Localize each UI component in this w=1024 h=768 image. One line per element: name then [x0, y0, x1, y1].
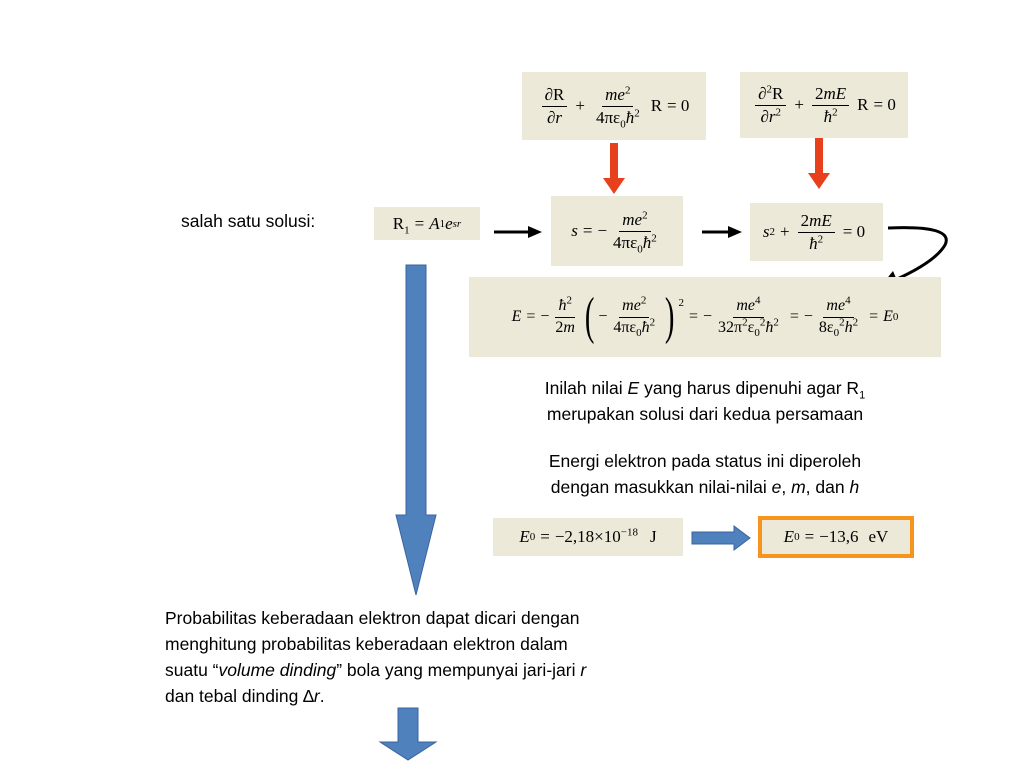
energi-text: Energi elektron pada status ini diperole…: [548, 451, 862, 497]
big-blue-arrow: [395, 264, 437, 596]
solution-label: salah satu solusi:: [181, 211, 316, 231]
bottom-blue-arrow: [378, 707, 438, 761]
probabilitas-text: Probabilitas keberadaan elektron dapat d…: [165, 608, 587, 706]
inilah-text: Inilah nilai E yang harus dipenuhi agar …: [544, 378, 866, 424]
red-arrow-1: [603, 143, 625, 194]
red-arrow-2: [808, 138, 830, 189]
black-arrow-1: [494, 226, 542, 238]
blue-arrow-energy: [691, 525, 751, 551]
black-arrow-2: [702, 226, 742, 238]
